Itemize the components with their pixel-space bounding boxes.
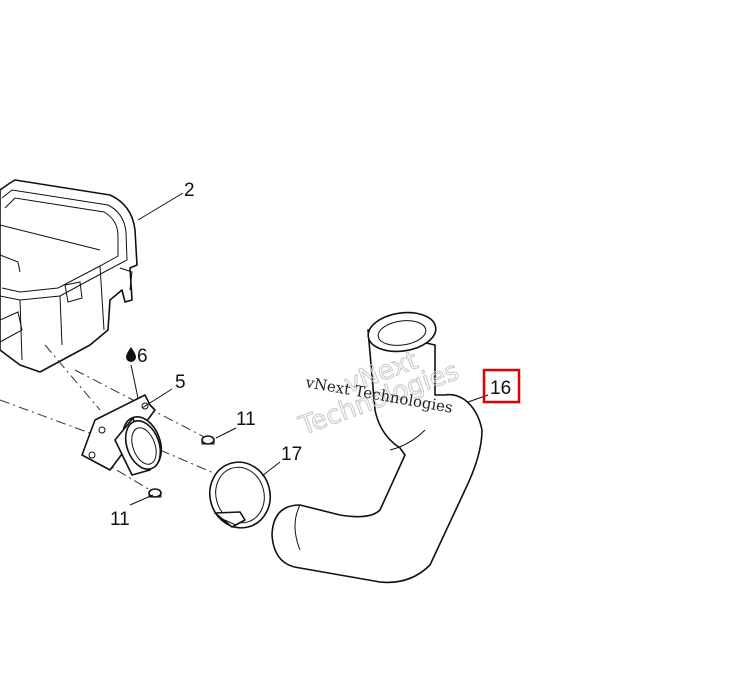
callout-17[interactable]: 17	[281, 444, 302, 465]
adaptor-flange	[81, 394, 163, 476]
callout-6[interactable]: 6	[137, 346, 148, 367]
highlight-box-16	[482, 368, 521, 404]
callout-leaders	[129, 192, 489, 506]
callout-11-upper[interactable]: 11	[236, 409, 256, 430]
oil-drop-icon	[126, 347, 136, 362]
intake-hose	[271, 311, 483, 584]
callout-2[interactable]: 2	[184, 180, 195, 201]
airbox-housing	[0, 179, 138, 373]
hose-clamp	[208, 461, 272, 529]
callout-11-lower[interactable]: 11	[110, 509, 130, 530]
screw-upper	[201, 435, 215, 445]
callout-labels: 2 5 6 11 11 17 16	[110, 180, 511, 530]
callout-5[interactable]: 5	[175, 372, 186, 393]
callout-16[interactable]: 16	[490, 378, 511, 399]
